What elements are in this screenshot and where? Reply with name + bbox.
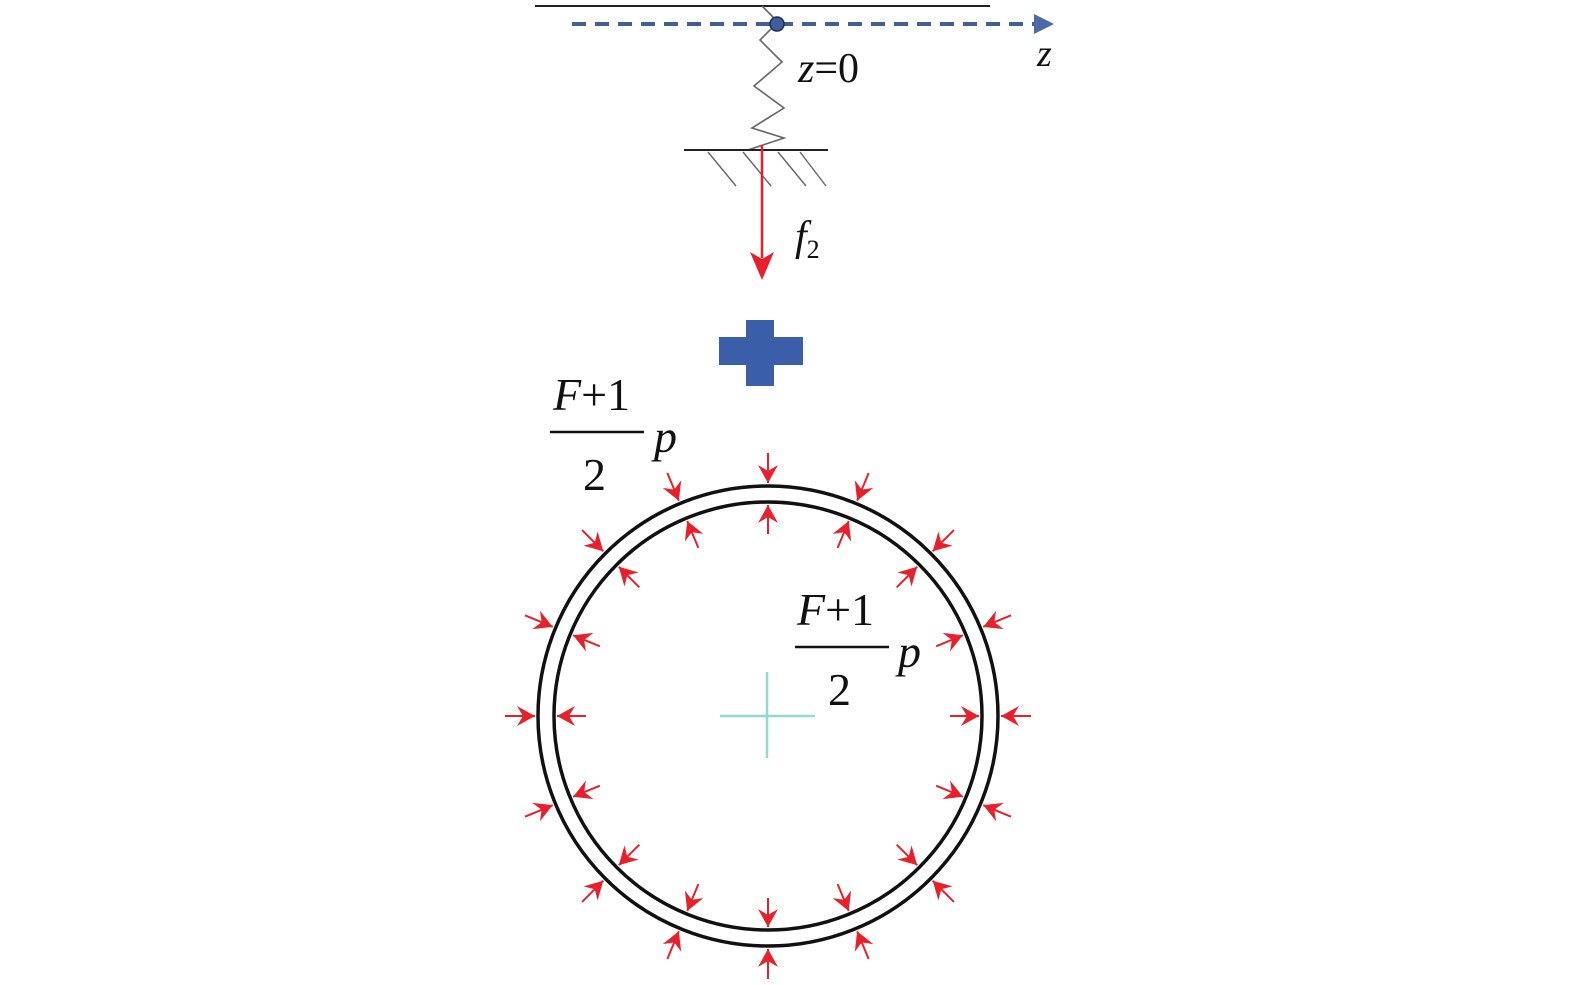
outer-pressure-arrow-head <box>932 880 953 901</box>
force-f2-arrow <box>750 145 774 280</box>
svg-text:F+1: F+1 <box>552 369 630 420</box>
inner-pressure-arrow-head <box>684 521 704 542</box>
inner-ring-circle <box>552 500 984 932</box>
svg-text:F+1: F+1 <box>796 584 874 635</box>
svg-text:2: 2 <box>828 664 851 715</box>
inner-pressure-arrow-head <box>618 845 639 866</box>
spring-model: z z=0 f2 <box>535 5 1054 280</box>
outer-pressure-arrow-head <box>583 880 604 901</box>
outer-pressure-arrow-head <box>854 931 874 952</box>
outer-pressure-arrow-head <box>662 480 682 501</box>
inner-pressure-arrow-head <box>684 890 704 911</box>
inner-pressure-arrow-head <box>897 566 918 587</box>
inner-pressure-arrow-head <box>897 845 918 866</box>
center-cross <box>720 672 815 758</box>
inner-pressure-arrow-head <box>961 706 979 726</box>
force-f2-label: f2 <box>795 214 820 264</box>
inner-pressure-arrow-head <box>573 632 594 652</box>
inner-pressure-arrow-head <box>832 890 852 911</box>
inner-pressure-arrow-head <box>758 909 778 927</box>
outer-pressure-arrow-head <box>932 531 953 552</box>
outer-pressure-arrow-head <box>662 931 682 952</box>
inner-pressure-arrow-head <box>942 632 963 652</box>
outer-pressure-arrow-head <box>983 802 1004 822</box>
plus-icon <box>719 320 803 386</box>
ground-support <box>684 149 828 187</box>
inner-pressure-arrow-head <box>942 780 963 800</box>
outer-pressure-arrow-head <box>532 610 553 630</box>
inner-pressure-arrows <box>557 505 979 927</box>
pressurized-ring <box>505 453 1031 979</box>
outer-pressure-arrow-head <box>983 610 1004 630</box>
svg-text:p: p <box>651 411 677 462</box>
outer-pressure-arrow-head <box>532 802 553 822</box>
svg-text:2: 2 <box>583 449 606 500</box>
outer-pressure-arrow-head <box>854 480 874 501</box>
attachment-node <box>769 16 785 32</box>
position-label: z=0 <box>797 46 859 92</box>
inner-pressure-arrow-head <box>557 706 575 726</box>
svg-text:p: p <box>895 626 921 677</box>
outer-pressure-arrow-head <box>758 949 778 967</box>
outer-pressure-arrow-head <box>583 531 604 552</box>
z-axis-label: z <box>1036 33 1052 75</box>
inner-pressure-arrow-head <box>758 505 778 523</box>
outer-pressure-arrow-head <box>1001 706 1019 726</box>
outer-pressure-label: F+1 2 p <box>550 369 677 500</box>
inner-pressure-arrow-head <box>618 566 639 587</box>
outer-ring-circle <box>536 484 1000 948</box>
outer-pressure-arrows <box>505 453 1031 979</box>
inner-pressure-label: F+1 2 p <box>795 584 921 715</box>
inner-pressure-arrow-head <box>832 521 852 542</box>
outer-pressure-arrow-head <box>758 465 778 483</box>
outer-pressure-arrow-head <box>517 706 535 726</box>
inner-pressure-arrow-head <box>573 780 594 800</box>
